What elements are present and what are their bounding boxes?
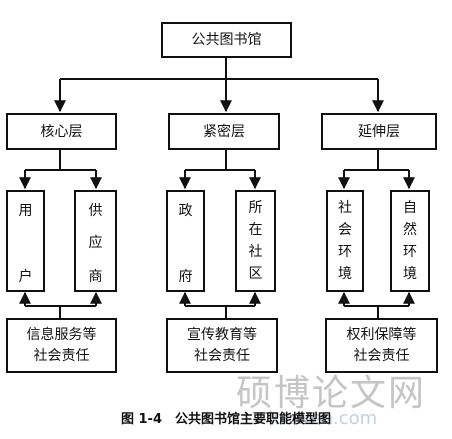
duty-node-publicity-education: 宣传教育等 社会责任	[166, 318, 278, 373]
root-node-label: 公共图书馆	[191, 32, 262, 48]
child-char: 区	[248, 266, 263, 282]
duty-node-rights-protection: 权利保障等 社会责任	[325, 318, 438, 373]
child-node-natural-environment: 自 然 环 境	[390, 190, 430, 292]
duty-node-information-service: 信息服务等 社会责任	[6, 318, 117, 373]
level-node-label: 紧密层	[203, 123, 245, 140]
child-char: 环	[403, 244, 417, 260]
child-char: 自	[403, 200, 417, 216]
child-char: 府	[178, 269, 193, 285]
child-char: 户	[18, 269, 33, 285]
level-node-label: 延伸层	[358, 123, 400, 140]
child-char: 商	[88, 269, 103, 285]
child-char: 应	[88, 235, 103, 251]
duty-line-1: 宣传教育等	[187, 327, 257, 343]
root-node-public-library: 公共图书馆	[161, 22, 292, 58]
level-node-label: 核心层	[40, 123, 83, 140]
figure-caption: 图 1-4 公共图书馆主要职能模型图	[120, 412, 331, 427]
child-node-users: 用 户	[6, 190, 45, 292]
child-node-social-environment: 社 会 环 境	[326, 190, 364, 292]
level-node-core: 核心层	[6, 113, 117, 150]
watermark-text: 硕博论文网	[236, 373, 427, 414]
duty-line-2: 社会责任	[353, 348, 410, 364]
child-node-community: 所 在 社 区	[235, 190, 276, 292]
child-char: 社	[338, 200, 352, 216]
child-node-suppliers: 供 应 商	[74, 190, 117, 292]
child-node-government: 政 府	[166, 190, 205, 292]
child-char: 境	[338, 266, 352, 282]
level-node-extended: 延伸层	[321, 113, 437, 150]
level-node-close: 紧密层	[168, 113, 280, 150]
child-char: 会	[338, 222, 352, 238]
watermark-url: lunwen.com	[268, 408, 378, 429]
child-char: 所	[248, 200, 263, 216]
duty-line-1: 权利保障等	[346, 327, 417, 343]
child-char: 在	[248, 222, 263, 238]
child-char: 政	[178, 203, 193, 219]
child-char: 然	[403, 222, 417, 238]
child-char: 境	[403, 266, 417, 282]
child-char: 供	[88, 203, 103, 219]
child-char: 环	[338, 244, 352, 260]
duty-line-2: 社会责任	[194, 348, 250, 364]
child-char: 社	[248, 244, 263, 260]
duty-line-1: 信息服务等	[26, 327, 97, 343]
duty-line-2: 社会责任	[33, 348, 90, 364]
child-char: 用	[18, 203, 33, 219]
